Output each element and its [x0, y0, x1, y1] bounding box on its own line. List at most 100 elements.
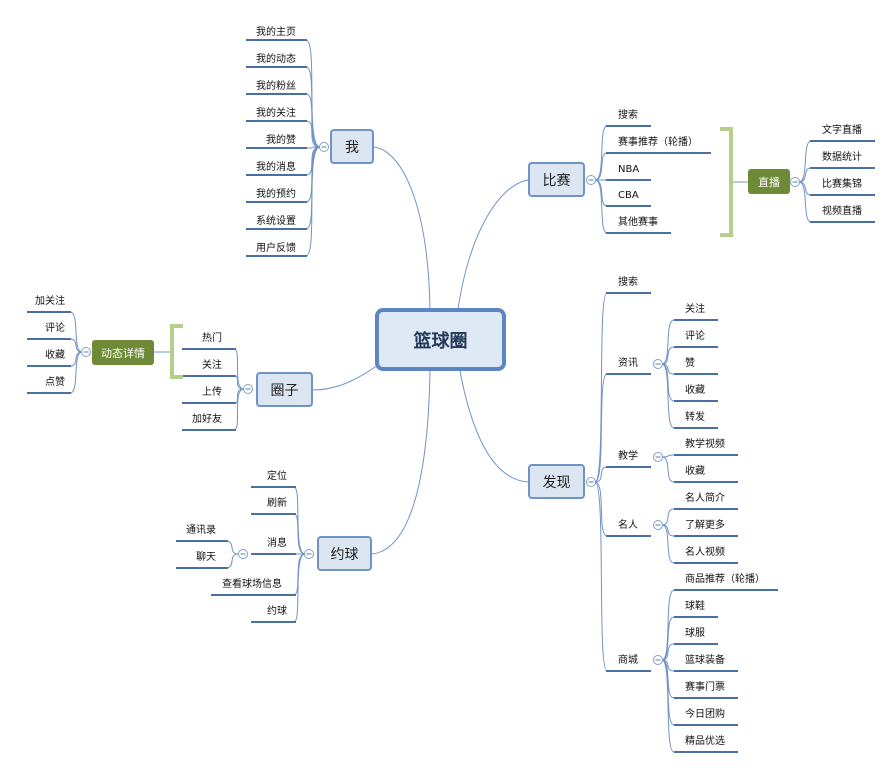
- celeb-item-2[interactable]: 名人视频: [685, 547, 725, 558]
- celeb-item-1[interactable]: 了解更多: [685, 520, 725, 531]
- circle-item-1[interactable]: 关注: [202, 360, 222, 371]
- me-item-8[interactable]: 用户反馈: [256, 243, 296, 254]
- news-item-2[interactable]: 赞: [685, 358, 695, 369]
- link-match-item: [594, 179, 608, 234]
- link-live-item: [798, 167, 812, 183]
- link-detail-item: [69, 311, 83, 353]
- match-item-1[interactable]: 赛事推荐（轮播）: [618, 137, 698, 148]
- live-item-3[interactable]: 视频直播: [822, 206, 862, 217]
- news-item-3[interactable]: 收藏: [685, 385, 705, 396]
- link-circle-item: [233, 375, 245, 390]
- branch-discover[interactable]: 发现: [528, 464, 585, 499]
- link-circle-item: [233, 388, 245, 431]
- me-item-0[interactable]: 我的主页: [256, 27, 296, 38]
- circle-item-0[interactable]: 热门: [202, 333, 222, 344]
- celeb-item-0[interactable]: 名人简介: [685, 493, 725, 504]
- news-item-4[interactable]: 转发: [685, 412, 705, 423]
- me-item-7[interactable]: 系统设置: [256, 216, 296, 227]
- link-me-item: [305, 146, 321, 230]
- link-msg-item: [225, 553, 239, 569]
- news-item-1[interactable]: 评论: [685, 331, 705, 342]
- bracket-match-live: [720, 127, 733, 237]
- match-item-3[interactable]: CBA: [618, 190, 639, 201]
- match-item-2[interactable]: NBA: [618, 164, 640, 175]
- link-news-item: [661, 346, 675, 365]
- detail-item-1[interactable]: 评论: [45, 323, 65, 334]
- mall-item-1[interactable]: 球鞋: [685, 601, 705, 612]
- link-news-item: [661, 363, 675, 429]
- discover-sub-news[interactable]: 资讯: [618, 358, 638, 369]
- link-circle-item: [233, 388, 245, 404]
- mall-item-4[interactable]: 赛事门票: [685, 682, 725, 693]
- link-discover-sub: [594, 481, 608, 537]
- match-item-4[interactable]: 其他赛事: [618, 217, 658, 228]
- link-mall-item: [661, 643, 675, 661]
- discover-sub-mall[interactable]: 商城: [618, 655, 638, 666]
- branch-me[interactable]: 我: [330, 129, 374, 164]
- group-brackets: [170, 127, 733, 379]
- me-item-3[interactable]: 我的关注: [256, 108, 296, 119]
- detail-item-3[interactable]: 点赞: [45, 377, 65, 388]
- msg-item-1[interactable]: 聊天: [196, 552, 216, 563]
- link-me-item: [305, 146, 321, 257]
- link-detail-item: [69, 338, 83, 353]
- mall-item-5[interactable]: 今日团购: [685, 709, 725, 720]
- link-live-item: [798, 181, 812, 223]
- play-item-0[interactable]: 定位: [267, 471, 287, 482]
- link-me-item: [305, 120, 321, 148]
- link-me-item: [305, 93, 321, 148]
- link-discover-sub: [594, 466, 608, 483]
- link-center-discover: [459, 370, 529, 483]
- mall-item-3[interactable]: 篮球装备: [685, 655, 725, 666]
- detail-node[interactable]: 动态详情: [92, 340, 154, 365]
- teach-item-1[interactable]: 收藏: [685, 466, 705, 477]
- play-item-2[interactable]: 消息: [267, 538, 287, 549]
- live-item-1[interactable]: 数据统计: [822, 152, 862, 163]
- link-center-me: [373, 146, 431, 310]
- link-center-circle: [312, 364, 379, 391]
- mall-item-6[interactable]: 精品优选: [685, 736, 725, 747]
- link-discover-sub: [594, 292, 608, 483]
- discover-sub-teach[interactable]: 教学: [618, 451, 638, 462]
- play-item-3[interactable]: 查看球场信息: [222, 579, 282, 590]
- link-detail-item: [69, 351, 83, 394]
- link-mall-item: [661, 616, 675, 661]
- me-item-6[interactable]: 我的预约: [256, 189, 296, 200]
- link-center-match: [457, 179, 529, 310]
- link-celeb-item: [661, 524, 675, 537]
- link-news-item: [661, 319, 675, 365]
- play-item-4[interactable]: 约球: [267, 606, 287, 617]
- branch-play[interactable]: 约球: [317, 536, 372, 571]
- discover-sub-celeb[interactable]: 名人: [618, 520, 638, 531]
- link-discover-sub: [594, 373, 608, 483]
- teach-item-0[interactable]: 教学视频: [685, 439, 725, 450]
- mall-item-2[interactable]: 球服: [685, 628, 705, 639]
- live-item-2[interactable]: 比赛集锦: [822, 179, 862, 190]
- me-item-1[interactable]: 我的动态: [256, 54, 296, 65]
- link-play-item: [293, 513, 306, 555]
- play-item-1[interactable]: 刷新: [267, 498, 287, 509]
- root-node[interactable]: 篮球圈: [375, 308, 506, 371]
- circle-item-2[interactable]: 上传: [202, 387, 222, 398]
- link-play-item: [293, 553, 306, 596]
- circle-item-3[interactable]: 加好友: [192, 414, 222, 425]
- live-item-0[interactable]: 文字直播: [822, 125, 862, 136]
- me-item-5[interactable]: 我的消息: [256, 162, 296, 173]
- mall-item-0[interactable]: 商品推荐（轮播）: [685, 574, 765, 585]
- branch-match[interactable]: 比赛: [528, 162, 585, 197]
- link-match-item: [594, 152, 608, 181]
- discover-sub-search[interactable]: 搜索: [618, 277, 638, 288]
- me-item-2[interactable]: 我的粉丝: [256, 81, 296, 92]
- me-item-4[interactable]: 我的赞: [266, 135, 296, 146]
- news-item-0[interactable]: 关注: [685, 304, 705, 315]
- link-detail-item: [69, 351, 83, 367]
- branch-circle[interactable]: 圈子: [256, 372, 313, 407]
- detail-item-2[interactable]: 收藏: [45, 350, 65, 361]
- msg-item-0[interactable]: 通讯录: [186, 525, 216, 536]
- match-item-0[interactable]: 搜索: [618, 110, 638, 121]
- collapse-toggles: [81, 142, 800, 665]
- link-play-item: [293, 486, 306, 555]
- live-node[interactable]: 直播: [748, 169, 790, 194]
- connector-lines: [69, 39, 812, 753]
- detail-item-0[interactable]: 加关注: [35, 296, 65, 307]
